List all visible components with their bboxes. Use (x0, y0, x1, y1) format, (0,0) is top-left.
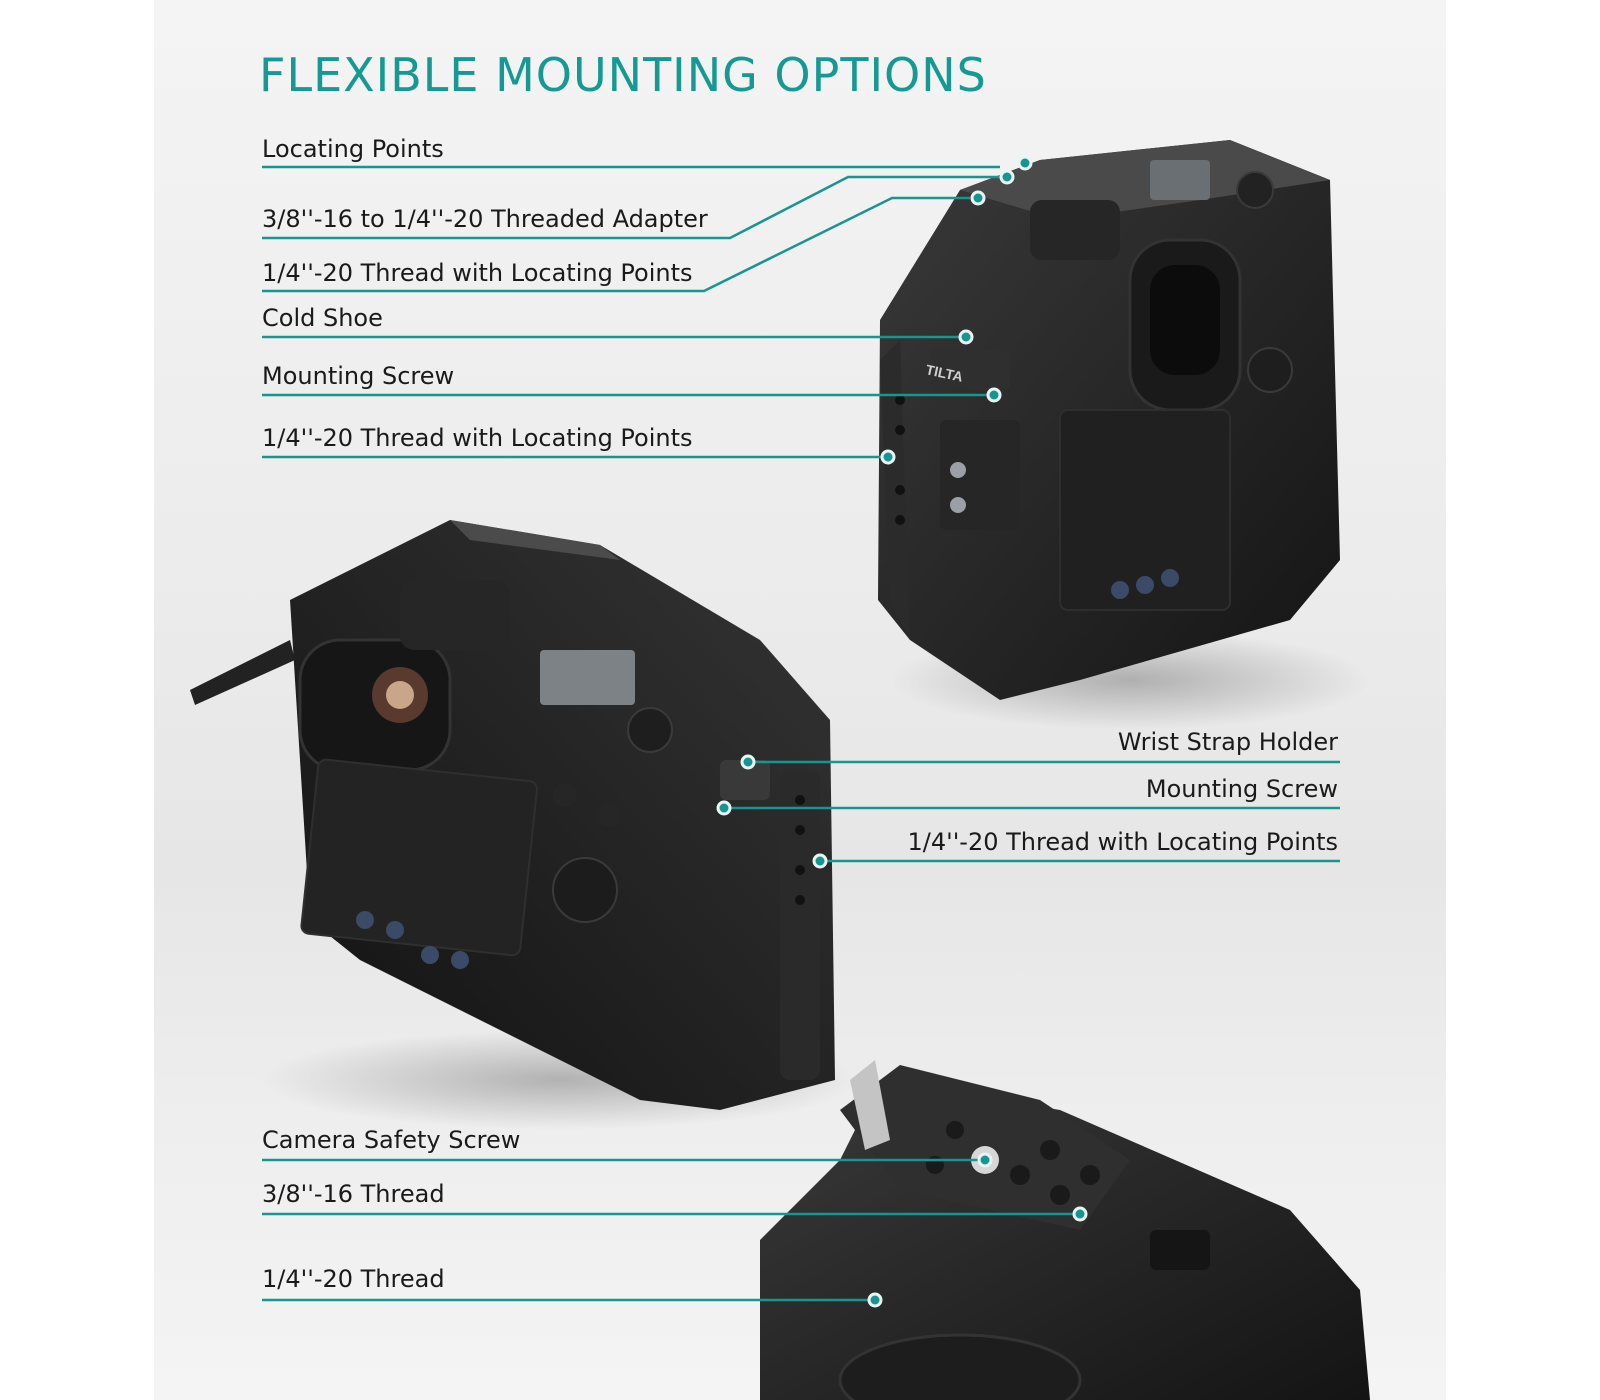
label-thread-locating-points-3: 1/4''-20 Thread with Locating Points (907, 828, 1338, 856)
page-title: FLEXIBLE MOUNTING OPTIONS (259, 48, 987, 102)
label-wrist-strap-holder: Wrist Strap Holder (1117, 728, 1338, 756)
brand-mark: TILTA (924, 361, 964, 384)
label-38-16-thread: 3/8''-16 Thread (262, 1180, 445, 1208)
label-mounting-screw-2: Mounting Screw (1145, 775, 1338, 803)
label-cold-shoe: Cold Shoe (262, 304, 383, 332)
label-14-20-thread: 1/4''-20 Thread (262, 1265, 445, 1293)
camera-middle-left (190, 520, 860, 1130)
label-locating-points: Locating Points (262, 135, 444, 163)
camera-bottom (760, 1060, 1370, 1400)
label-camera-safety-screw: Camera Safety Screw (262, 1126, 521, 1154)
label-thread-locating-points-1: 1/4''-20 Thread with Locating Points (262, 259, 693, 287)
label-threaded-adapter: 3/8''-16 to 1/4''-20 Threaded Adapter (262, 205, 708, 233)
label-mounting-screw-1: Mounting Screw (262, 362, 455, 390)
label-thread-locating-points-2: 1/4''-20 Thread with Locating Points (262, 424, 693, 452)
camera-top-right: TILTA (878, 140, 1370, 730)
leader-lines (262, 165, 1340, 1302)
marker-dots (716, 155, 1088, 1308)
